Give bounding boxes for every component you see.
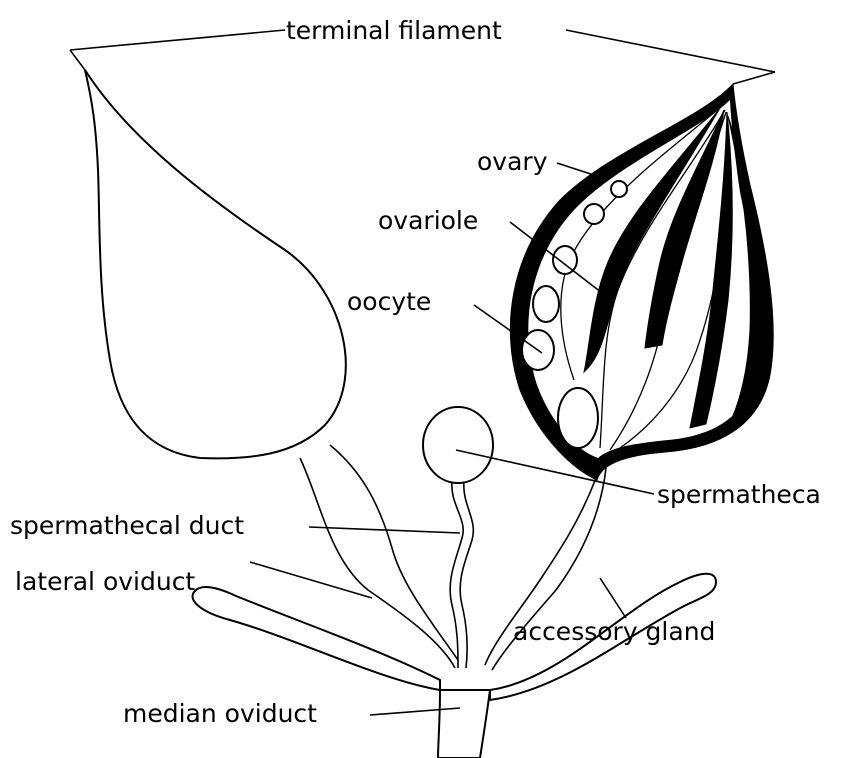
oocyte-6 (558, 388, 598, 448)
terminal-filament-stub-right (733, 72, 775, 84)
oocyte-3 (553, 246, 577, 274)
label-ovariole: ovariole (378, 206, 478, 235)
terminal-filament-stub-left (70, 50, 85, 70)
label-median-oviduct: median oviduct (123, 699, 317, 728)
oocyte-4 (533, 286, 559, 322)
lateral-oviduct-leader (250, 562, 372, 598)
accessory-gland-leader (600, 578, 626, 618)
right-ovary (510, 84, 773, 480)
left-ovary (85, 70, 346, 458)
median-oviduct (438, 690, 490, 758)
label-accessory-gland: accessory gland (513, 617, 715, 646)
spermathecal-duct-leader (309, 527, 460, 533)
oocyte-1 (611, 181, 627, 197)
terminal-filament-leader-left (70, 30, 285, 50)
label-spermathecal-duct: spermathecal duct (10, 511, 244, 540)
label-oocyte: oocyte (347, 287, 431, 316)
label-terminal-filament: terminal filament (286, 16, 502, 45)
label-lateral-oviduct: lateral oviduct (15, 567, 195, 596)
oocyte-2 (584, 204, 604, 224)
terminal-filament-leader-right (566, 30, 775, 72)
label-ovary: ovary (477, 147, 548, 176)
spermatheca (423, 407, 493, 668)
label-spermatheca: spermatheca (657, 480, 821, 509)
